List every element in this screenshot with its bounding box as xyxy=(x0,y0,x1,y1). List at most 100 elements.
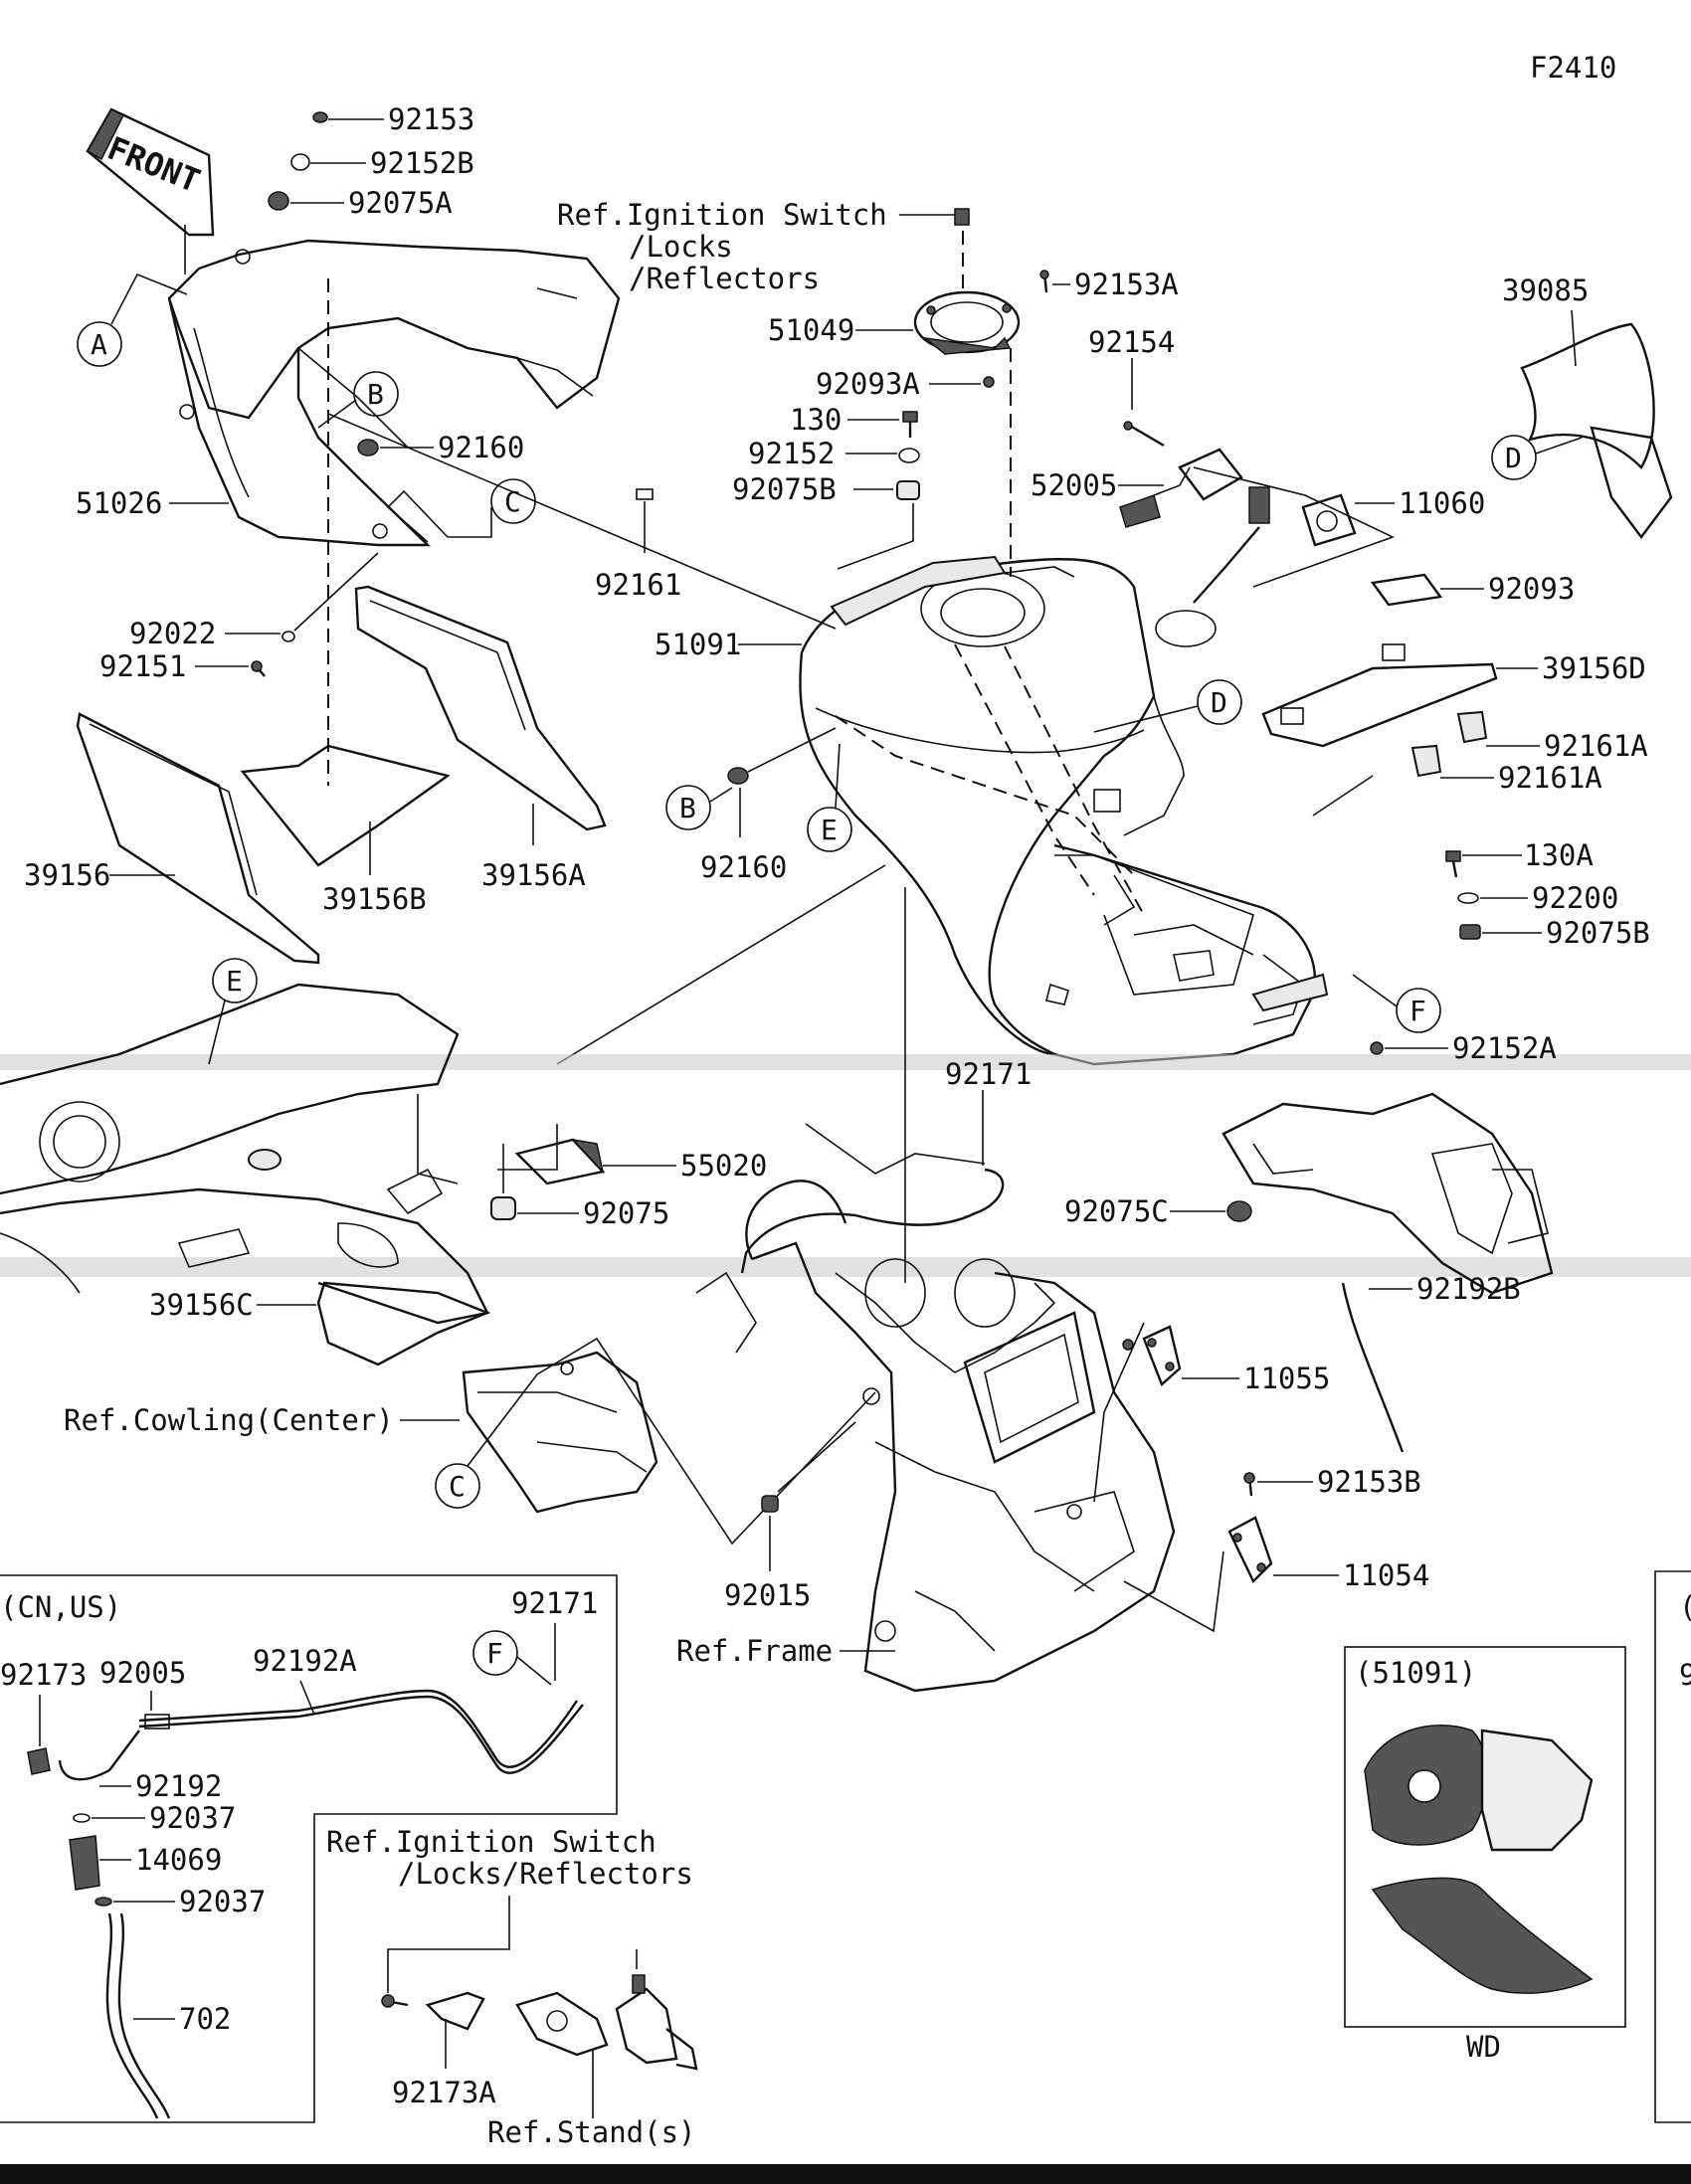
callout-B-tank: B 92160 xyxy=(665,727,837,884)
cowl-51026 xyxy=(167,239,621,547)
pad-92093: 92093 xyxy=(1370,572,1575,607)
ref-ignition-switch-top: Ref.Ignition Switch /Locks /Reflectors xyxy=(557,198,970,295)
callout-C-upper: C xyxy=(386,478,536,543)
figure-code: F2410 xyxy=(1530,51,1616,85)
part-number-92152B: 92152B xyxy=(370,146,474,180)
ref-cowling-center-label: Ref.Cowling(Center) xyxy=(64,1403,394,1437)
front-arrow: FRONT xyxy=(86,107,215,237)
pad-39156B: 39156B xyxy=(240,744,451,916)
svg-text:E: E xyxy=(821,814,838,846)
inset-cn-us: (CN,US) 92171 F 92192A 92005 92173 92192… xyxy=(0,1574,618,2123)
inset-stand-lock xyxy=(515,1991,609,2057)
part-number-92152: 92152 xyxy=(748,437,835,470)
part-number-92153B: 92153B xyxy=(1317,1465,1421,1499)
washer-92152A: 92152A xyxy=(1370,1031,1557,1065)
grommet-92075B-right: 92075B xyxy=(1459,916,1650,950)
inset-part-702: 702 xyxy=(179,2002,231,2036)
part-number-92015: 92015 xyxy=(724,1578,811,1612)
part-number-92075B: 92075B xyxy=(732,472,837,506)
callout-E-tank: E xyxy=(807,743,852,852)
svg-text:E: E xyxy=(226,965,243,998)
inset-part-92037-upper: 92037 xyxy=(149,1801,236,1835)
svg-text:/Reflectors: /Reflectors xyxy=(629,262,820,295)
inset-right-text: 9 xyxy=(1679,1658,1691,1692)
callout-B-upper: B xyxy=(317,371,399,429)
part-number-92153A: 92153A xyxy=(1074,268,1179,301)
screw-92151: 92151 xyxy=(99,649,266,683)
inset-hose-92192 xyxy=(58,1729,140,1781)
callout-A: A xyxy=(77,273,188,367)
front-arrow-label: FRONT xyxy=(102,129,206,200)
svg-text:B: B xyxy=(679,792,696,824)
inset-51091-title: (51091) xyxy=(1355,1656,1476,1690)
pad-39156A: 39156A xyxy=(354,585,607,892)
svg-text:Ref.Ignition Switch: Ref.Ignition Switch xyxy=(557,198,887,232)
part-number-92192B: 92192B xyxy=(1416,1272,1521,1306)
part-number-51049: 51049 xyxy=(768,313,854,347)
inset-bracket-92173A xyxy=(425,1991,485,2031)
leader-tank-lower xyxy=(556,864,886,1065)
part-number-39156A: 39156A xyxy=(481,858,586,892)
pad-92161A-upper: 92161A xyxy=(1456,710,1648,763)
part-number-92075: 92075 xyxy=(583,1196,669,1230)
ref-frame-text: Ref.Frame xyxy=(676,1634,833,1668)
clip-92022: 92022 xyxy=(129,552,379,650)
rear-tank-mount-view xyxy=(1221,1092,1554,1295)
inset-51091-caption: WD xyxy=(1466,2030,1501,2064)
clip-92161: 92161 xyxy=(595,488,681,602)
inset-clamp-92037-lower xyxy=(94,1897,112,1907)
inset-right-title: ( xyxy=(1679,1590,1691,1624)
part-number-92152A: 92152A xyxy=(1452,1031,1557,1065)
leader-39156D-tank xyxy=(1312,775,1374,817)
callout-D-right: D xyxy=(1491,435,1583,480)
svg-text:/Locks: /Locks xyxy=(629,230,733,264)
inset-cn-us-title: (CN,US) xyxy=(0,1590,121,1624)
svg-text:C: C xyxy=(504,485,521,518)
part-number-92160-tank: 92160 xyxy=(700,850,787,884)
inset-part-14069: 14069 xyxy=(135,1843,222,1877)
part-number-55020: 55020 xyxy=(680,1149,767,1183)
part-number-11060: 11060 xyxy=(1399,486,1485,520)
cover-39085: 39085 xyxy=(1502,273,1673,539)
inset-part-92192: 92192 xyxy=(135,1769,222,1803)
svg-text:C: C xyxy=(449,1470,466,1503)
part-number-11054: 11054 xyxy=(1343,1558,1429,1592)
grommet-92075: 92075 xyxy=(417,1094,669,1230)
bolt-130A: 130A xyxy=(1445,838,1594,878)
part-number-39156D: 39156D xyxy=(1542,651,1646,685)
hose-92192B: 92192B xyxy=(1341,1272,1521,1453)
gasket-11060: 11060 xyxy=(1193,466,1485,588)
grommet-92075B: 92075B xyxy=(732,472,920,570)
callout-C-lower: C xyxy=(435,1337,876,1546)
inset-right-partial: ( 9 xyxy=(1654,1570,1691,2123)
ref-cowling-center: Ref.Cowling(Center) xyxy=(64,1351,658,1514)
inset-callout-F-circle xyxy=(472,1630,518,1676)
part-number-130: 130 xyxy=(790,403,842,437)
grommet-92075A: 92075A xyxy=(268,186,453,220)
inset-clamp-92037-upper xyxy=(73,1813,91,1823)
part-number-92075B-right: 92075B xyxy=(1546,916,1650,950)
part-number-92022: 92022 xyxy=(129,617,216,650)
frame-reference xyxy=(695,1180,1176,1693)
svg-text:F: F xyxy=(1409,995,1426,1027)
bottom-border-bar xyxy=(0,2164,1691,2184)
part-number-92161A-upper: 92161A xyxy=(1544,729,1648,763)
bracket-11055: 11055 xyxy=(1093,1322,1330,1503)
part-number-92075A: 92075A xyxy=(348,186,453,220)
pad-39156: 39156 xyxy=(24,712,320,965)
pad-39156C: 39156C xyxy=(149,1281,491,1366)
grommet-92075C: 92075C xyxy=(1064,1194,1252,1228)
hose-92171: 92171 xyxy=(740,1057,1032,1274)
inset-part-92037-lower: 92037 xyxy=(179,1885,266,1918)
part-number-92075C: 92075C xyxy=(1064,1194,1169,1228)
washer-92152: 92152 xyxy=(748,437,920,470)
part-number-92161: 92161 xyxy=(595,568,681,602)
part-number-39156B: 39156B xyxy=(322,882,427,916)
nut-92093A: 92093A xyxy=(816,367,995,401)
part-number-92171-main: 92171 xyxy=(945,1057,1032,1091)
part-number-51091: 51091 xyxy=(655,628,741,661)
inset-51091-wd: (51091) WD xyxy=(1344,1646,1626,2064)
cap-51049: 51049 xyxy=(768,290,1021,355)
part-number-92151: 92151 xyxy=(99,649,186,683)
